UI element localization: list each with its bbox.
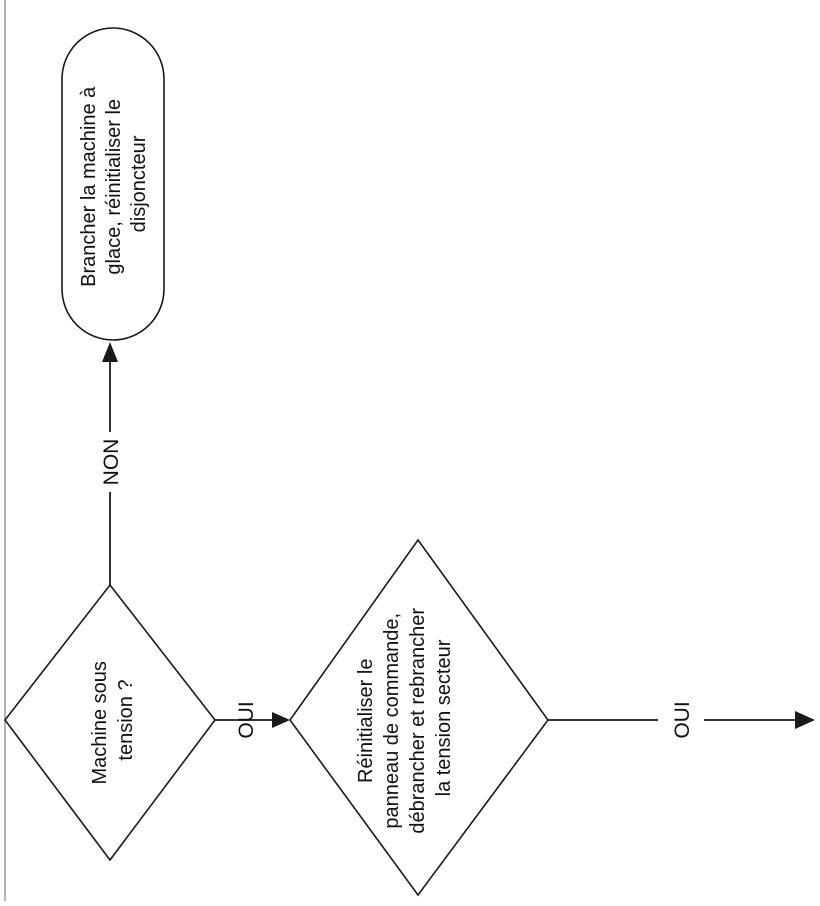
svg-text:Brancher la machine à gl: Brancher la machine à glace, réinitialis… — [78, 81, 150, 287]
edge-no-arrowhead — [102, 342, 118, 362]
decision-reset-line-4: la tension secteur — [433, 639, 455, 796]
decision-power-label: Machine sous tension ? — [89, 656, 137, 785]
edge-yes-1-arrowhead — [272, 712, 290, 728]
decision-power-line-1: Machine sous — [89, 661, 111, 784]
decision-reset-line-1: Réinitialiser le — [355, 659, 377, 784]
edge-yes-2-label: OUI — [671, 701, 694, 738]
terminal-line-2: glace, réinitialiser le — [103, 99, 125, 275]
terminal-plug-in-label: Brancher la machine à glace, réinitialis… — [78, 81, 150, 287]
svg-text:Réinitialiser le panneau: Réinitialiser le panneau de commande, dé… — [355, 602, 455, 833]
decision-reset-line-2: panneau de commande, — [381, 613, 403, 829]
decision-reset-label: Réinitialiser le panneau de commande, dé… — [355, 602, 455, 834]
edge-yes-2-arrowhead — [795, 711, 815, 729]
terminal-plug-in-shape — [61, 27, 165, 341]
decision-power-shape — [3, 583, 217, 862]
terminal-line-3: disjoncteur — [128, 135, 150, 232]
edge-no-label-bg — [97, 432, 123, 492]
decision-reset-shape — [289, 538, 549, 897]
svg-text:Machine sous tension ?: Machine sous tension ? — [89, 656, 137, 785]
decision-power-line-2: tension ? — [115, 679, 137, 760]
edge-no-label: NON — [100, 439, 123, 486]
decision-reset-line-3: débrancher et rebrancher — [407, 608, 429, 834]
terminal-line-1: Brancher la machine à — [78, 86, 100, 287]
edge-yes-1-label: OUI — [235, 701, 258, 738]
